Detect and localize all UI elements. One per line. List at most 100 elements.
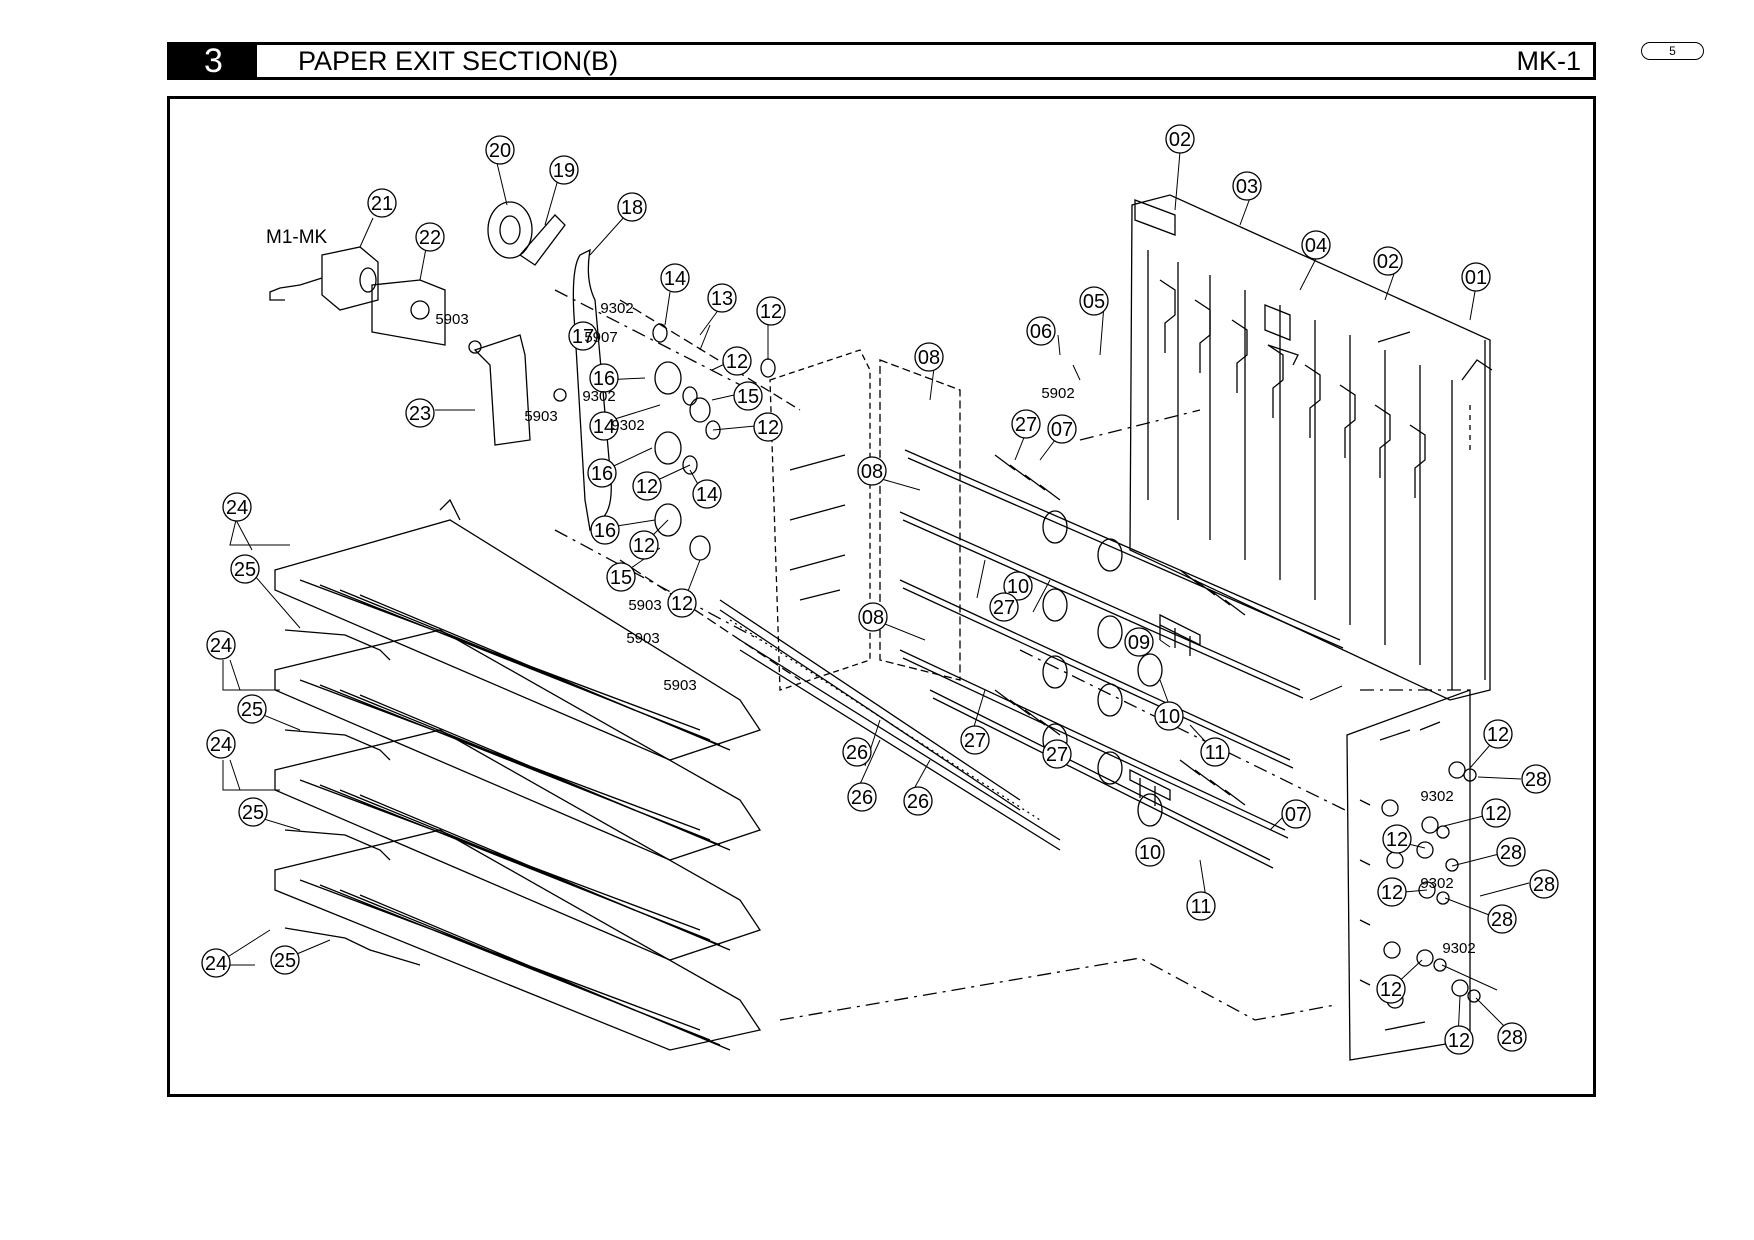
callout-number: 20 <box>489 140 511 162</box>
callout-number: 25 <box>234 559 256 581</box>
part-code-5903: 5903 <box>628 597 661 614</box>
callout-12: 12 <box>1376 974 1406 1004</box>
parts-artwork <box>214 139 1530 1061</box>
callout-number: 08 <box>918 347 940 369</box>
callout-circle <box>201 948 231 978</box>
part-code-9302: 9302 <box>600 300 633 317</box>
callout-number: 12 <box>760 301 782 323</box>
callout-28: 28 <box>1487 904 1517 934</box>
callout-circle <box>1376 974 1406 1004</box>
callout-number: 03 <box>1236 176 1258 198</box>
callout-07: 07 <box>1047 414 1077 444</box>
section-number: 3 <box>170 44 257 78</box>
callout-number: 05 <box>1083 291 1105 313</box>
callout-number: 12 <box>1380 979 1402 1001</box>
callout-circle <box>632 471 662 501</box>
roller-shafts <box>899 449 1344 869</box>
section-title: PAPER EXIT SECTION(B) <box>298 46 619 76</box>
callout-circle <box>903 786 933 816</box>
callout-10: 10 <box>1003 571 1033 601</box>
callout-14: 14 <box>692 479 722 509</box>
callout-12: 12 <box>1444 1025 1474 1055</box>
callout-number: 25 <box>241 699 263 721</box>
callout-number: 10 <box>1007 576 1029 598</box>
callout-number: 12 <box>633 535 655 557</box>
callout-number: 24 <box>226 497 248 519</box>
callout-layer: 0102020304050607070808080910101011111212… <box>201 124 1559 1055</box>
gear-stack <box>619 299 801 681</box>
callout-number: 27 <box>964 730 986 752</box>
callout-26: 26 <box>847 782 877 812</box>
part-code-5903: 5903 <box>663 677 696 694</box>
callout-circle <box>1154 701 1184 731</box>
callout-circle <box>270 945 300 975</box>
callout-number: 12 <box>1381 882 1403 904</box>
callout-circle <box>206 729 236 759</box>
callout-circle <box>1483 719 1513 749</box>
callout-circle <box>1444 1025 1474 1055</box>
callout-circle <box>960 725 990 755</box>
part-code-5902: 5902 <box>1041 385 1074 402</box>
callout-14: 14 <box>660 263 690 293</box>
callout-circle <box>1496 837 1526 867</box>
callout-circle <box>1003 571 1033 601</box>
callout-26: 26 <box>842 737 872 767</box>
callout-12: 12 <box>1377 877 1407 907</box>
part-code-9302: 9302 <box>1420 788 1453 805</box>
callout-number: 22 <box>419 227 441 249</box>
callout-number: 28 <box>1500 842 1522 864</box>
callout-number: 12 <box>1448 1030 1470 1052</box>
callout-number: 16 <box>594 520 616 542</box>
callout-16: 16 <box>590 515 620 545</box>
part-code-9302: 9302 <box>582 388 615 405</box>
callout-number: 10 <box>1139 842 1161 864</box>
callout-circle <box>692 479 722 509</box>
callout-number: 09 <box>1128 632 1150 654</box>
callout-16: 16 <box>589 363 619 393</box>
callout-number: 27 <box>1046 744 1068 766</box>
callout-number: 27 <box>1015 414 1037 436</box>
callout-number: 28 <box>1525 769 1547 791</box>
callout-03: 03 <box>1232 171 1262 201</box>
callout-circle <box>722 346 752 376</box>
callout-number: 07 <box>1285 804 1307 826</box>
callout-number: 13 <box>711 288 733 310</box>
part-code-5903: 5903 <box>524 408 557 425</box>
callout-circle <box>1481 798 1511 828</box>
callout-circle <box>660 263 690 293</box>
callout-number: 28 <box>1501 1027 1523 1049</box>
callout-28: 28 <box>1496 837 1526 867</box>
callout-circle <box>606 562 636 592</box>
callout-circle <box>568 321 598 351</box>
callout-number: 10 <box>1158 706 1180 728</box>
callout-circle <box>1487 904 1517 934</box>
callout-circle <box>230 554 260 584</box>
callout-number: 27 <box>993 597 1015 619</box>
callout-number: 12 <box>1487 724 1509 746</box>
callout-circle <box>485 135 515 165</box>
callout-01: 01 <box>1461 262 1491 292</box>
callout-number: 17 <box>572 326 594 348</box>
callout-circle <box>237 694 267 724</box>
callout-08: 08 <box>858 602 888 632</box>
guide-combs <box>719 599 1061 851</box>
callout-08: 08 <box>914 342 944 372</box>
callout-circle <box>1042 739 1072 769</box>
callout-27: 27 <box>989 592 1019 622</box>
callout-12: 12 <box>629 530 659 560</box>
callout-number: 12 <box>726 351 748 373</box>
callout-circle <box>1373 246 1403 276</box>
callout-circle <box>1165 124 1195 154</box>
callout-circle <box>1529 869 1559 899</box>
callout-number: 15 <box>610 567 632 589</box>
callout-number: 18 <box>621 197 643 219</box>
motor-label: M1-MK <box>266 227 328 248</box>
callout-number: 24 <box>205 953 227 975</box>
callout-12: 12 <box>722 346 752 376</box>
callout-circle <box>549 155 579 185</box>
callout-number: 21 <box>371 193 393 215</box>
callout-15: 15 <box>733 381 763 411</box>
callout-circle <box>1124 627 1154 657</box>
callout-24: 24 <box>206 630 236 660</box>
